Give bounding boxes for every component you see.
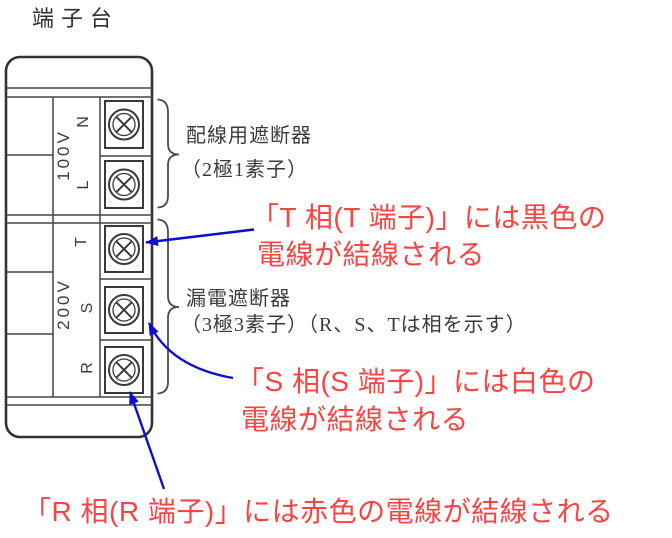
annotation-arrows [128,228,255,490]
arrow-s-terminal [147,322,234,380]
terminal-label-s: S [79,302,96,314]
breaker1-name: 配線用遮断器 [186,125,312,147]
screw-icon-s [108,294,140,326]
breaker1-detail: （2極1素子） [181,159,308,181]
screw-icon-n [108,108,140,141]
t-phase-note-line2: 電線が結線される [257,239,486,270]
terminal-label-r: R [79,362,96,374]
terminal-cell-s [104,286,144,334]
voltage-label-200v: 200V [54,278,73,330]
voltage-label-100v: 100V [54,129,73,181]
s-phase-note-line2: 電線が結線される [241,404,470,435]
diagram-title: 端子台 [32,6,120,31]
t-phase-note-line1: 「T 相(T 端子)」には黒色の [251,202,607,233]
screw-icon-r [108,354,140,386]
terminal-cells [104,100,144,394]
terminal-cell-l [104,160,144,209]
brace-200v-group [157,218,180,395]
breaker2-name: 漏電遮断器 [186,288,291,310]
terminal-cell-n [104,100,144,149]
arrow-t-terminal [145,228,255,247]
s-phase-note-line1: 「S 相(S 端子)」には白色の [236,366,596,397]
breaker2-detail: （3極3素子）（R、S、Tは相を示す） [181,314,527,336]
screw-icon-t [108,233,140,265]
terminal-screws [108,108,140,386]
braces [157,98,180,395]
arrow-r-terminal [128,391,166,490]
screw-icon-l [108,168,140,201]
terminal-label-l: L [75,180,92,190]
terminal-cell-t [104,225,144,273]
terminal-label-n: N [75,116,92,128]
terminal-block-outline [4,55,154,439]
r-phase-note: 「R 相(R 端子)」には赤色の電線が結線される [23,496,614,527]
block-dividers [6,87,152,406]
brace-100v-group [157,98,180,209]
terminal-cell-r [104,346,144,394]
terminal-label-t: T [73,237,90,247]
